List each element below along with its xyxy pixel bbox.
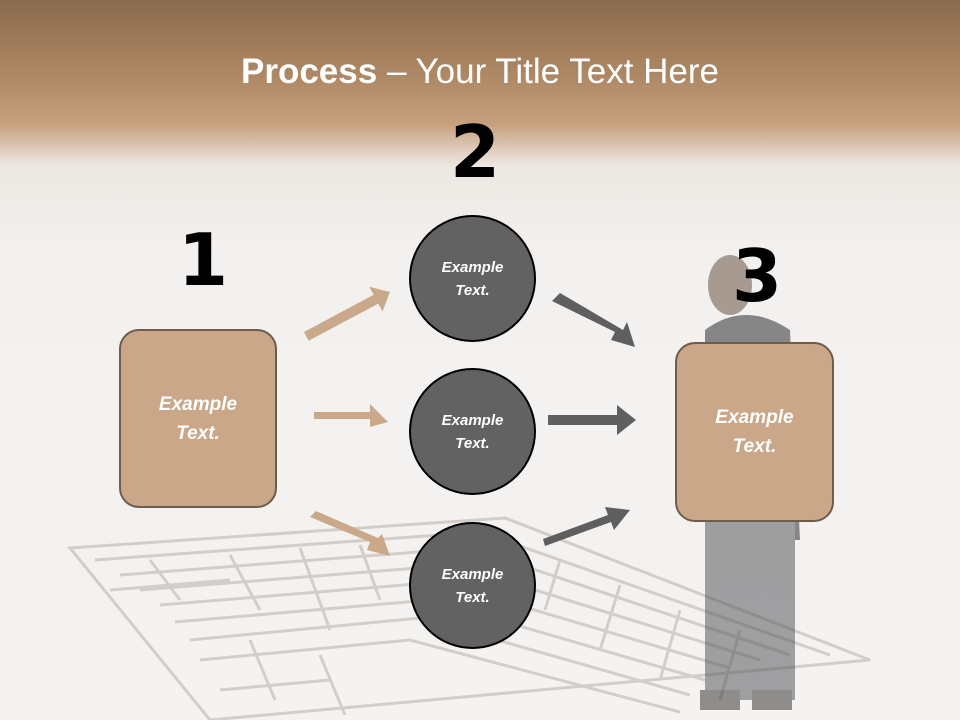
- step-3-text-line2: Text.: [732, 436, 777, 457]
- step-number-1: 1: [178, 218, 229, 302]
- circle-top-text-line2: Text.: [455, 281, 490, 299]
- title-bold-part: Process: [241, 52, 378, 91]
- circle-top-text-line1: Example: [441, 258, 504, 276]
- circle-middle-text-line1: Example: [441, 411, 504, 429]
- step-3-box: Example Text.: [675, 342, 834, 522]
- circle-top: Example Text.: [409, 215, 536, 342]
- circle-bottom-text-line1: Example: [441, 565, 504, 583]
- arrow-to-bottom-circle: [310, 511, 390, 556]
- slide-title: Process – Your Title Text Here: [0, 52, 960, 92]
- step-1-text-line1: Example: [158, 393, 238, 415]
- circle-bottom-text-line2: Text.: [455, 588, 490, 606]
- circle-bottom: Example Text.: [409, 522, 536, 649]
- arrow-from-middle-circle: [548, 405, 636, 435]
- circle-middle: Example Text.: [409, 368, 536, 495]
- step-3-text-line1: Example: [715, 407, 794, 428]
- arrow-from-bottom-circle: [543, 507, 630, 546]
- step-number-3: 3: [732, 234, 783, 318]
- arrow-to-top-circle: [304, 286, 390, 341]
- step-1-text-line2: Text.: [176, 422, 220, 444]
- step-1-box: Example Text.: [119, 329, 277, 508]
- arrow-from-top-circle: [552, 293, 635, 347]
- circle-middle-text-line2: Text.: [455, 434, 490, 452]
- arrow-to-middle-circle: [314, 404, 388, 427]
- title-rest-part: – Your Title Text Here: [377, 52, 719, 91]
- step-number-2: 2: [450, 110, 501, 194]
